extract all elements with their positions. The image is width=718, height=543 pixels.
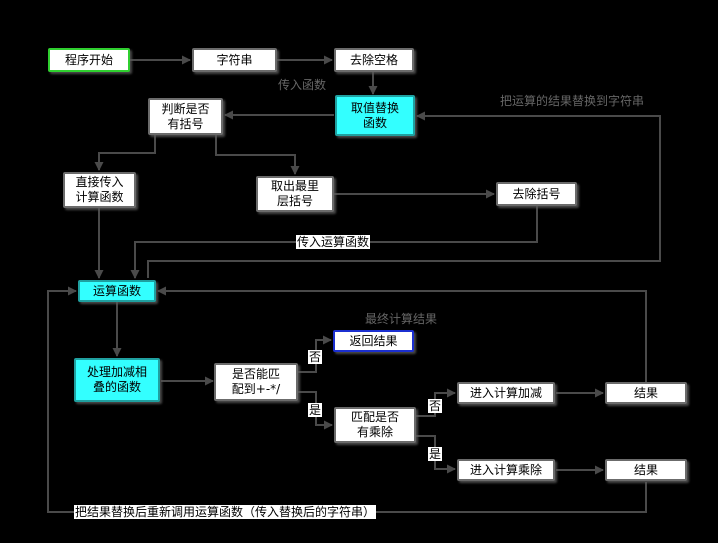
label-yes-1: 是 xyxy=(308,403,323,417)
node-match-muldiv: 匹配是否 有乘除 xyxy=(334,407,416,443)
arrow-judge-to-innermost xyxy=(215,135,300,175)
node-return-result: 返回结果 xyxy=(333,330,414,352)
node-result-1: 结果 xyxy=(605,382,687,404)
label-pass-calc: 传入运算函数 xyxy=(296,235,371,249)
node-match-ops: 是否能匹 配到+-*/ xyxy=(214,363,298,401)
node-take-innermost: 取出最里 层括号 xyxy=(256,176,334,212)
label-no-2: 否 xyxy=(428,399,443,413)
node-remove-parens: 去除括号 xyxy=(496,182,577,206)
node-handle-addsub: 处理加减相 叠的函数 xyxy=(74,358,160,402)
label-yes-2: 是 xyxy=(428,447,443,461)
label-pass-func: 传入函数 xyxy=(278,78,327,92)
node-result-2: 结果 xyxy=(605,459,687,481)
label-replace-result: 把运算的结果替换到字符串 xyxy=(500,94,645,108)
label-no-1: 否 xyxy=(308,350,323,364)
node-direct-pass: 直接传入 计算函数 xyxy=(63,172,136,208)
node-strip-spaces: 去除空格 xyxy=(334,48,414,72)
arrow-result2-loop-to-calc xyxy=(47,286,647,513)
arrow-calc-to-replace xyxy=(147,111,661,278)
arrow-result1-loop-to-calc xyxy=(157,286,647,382)
node-enter-addsub: 进入计算加减 xyxy=(457,382,555,404)
node-take-replace: 取值替换 函数 xyxy=(335,95,415,136)
node-start: 程序开始 xyxy=(48,48,130,72)
arrow-judge-to-direct xyxy=(94,135,156,171)
node-judge-parens: 判断是否 有括号 xyxy=(148,98,223,135)
label-final-result: 最终计算结果 xyxy=(365,312,438,326)
node-enter-muldiv: 进入计算乘除 xyxy=(457,459,555,481)
label-loop-back: 把结果替换后重新调用运算函数（传入替换后的字符串） xyxy=(74,505,377,519)
node-calc-func: 运算函数 xyxy=(78,280,156,302)
node-string: 字符串 xyxy=(192,48,277,72)
